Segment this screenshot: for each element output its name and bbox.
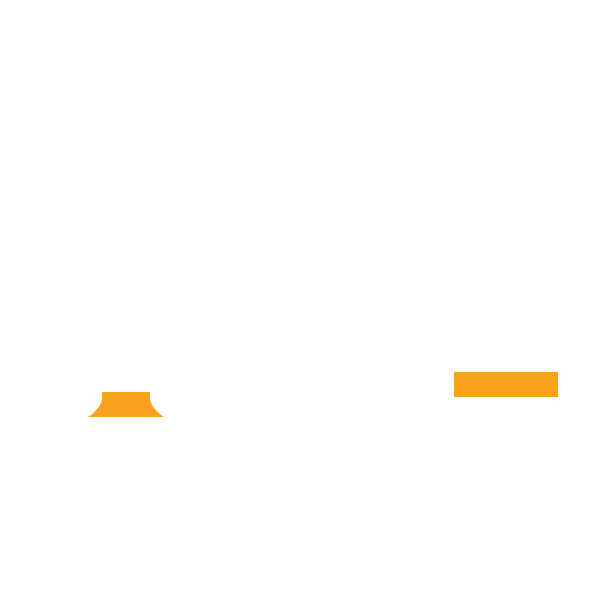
bar-shape-icon [454, 372, 558, 397]
trapezoid-shape-icon [88, 392, 164, 417]
